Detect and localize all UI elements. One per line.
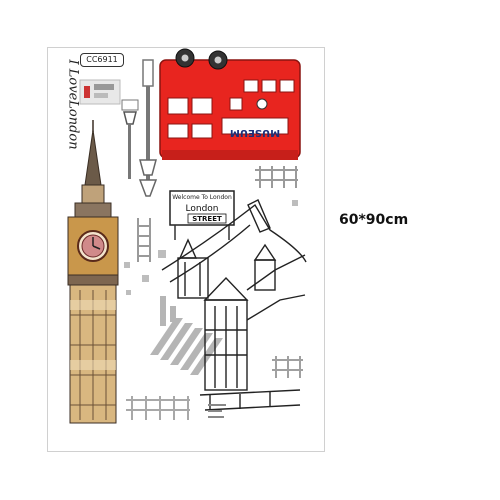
sign-street-text: STREET [192,215,222,223]
sign-welcome-text: Welcome To London [172,194,232,201]
street-lamp-tall [138,59,158,197]
big-ben-tower [67,120,119,424]
london-street-sign: Welcome To London London STREET [169,190,235,240]
bus-banner-text: MUSEUM [230,127,280,138]
preview-thumbnail [79,79,121,105]
double-decker-bus: MUSEUM [159,48,301,160]
product-code-badge: CC6911 [80,53,124,67]
ladder [137,218,151,262]
tower-bridge [161,199,307,411]
fence-top-right [255,166,298,188]
size-label: 60*90cm [339,212,409,228]
sign-london-text: London [186,204,219,214]
street-lamp-short [121,99,139,179]
zebra-crossing [150,296,223,375]
tiny-labels [208,404,226,418]
fence-right [272,356,303,378]
fence-bottom [126,396,190,420]
decal-pieces [124,200,298,295]
